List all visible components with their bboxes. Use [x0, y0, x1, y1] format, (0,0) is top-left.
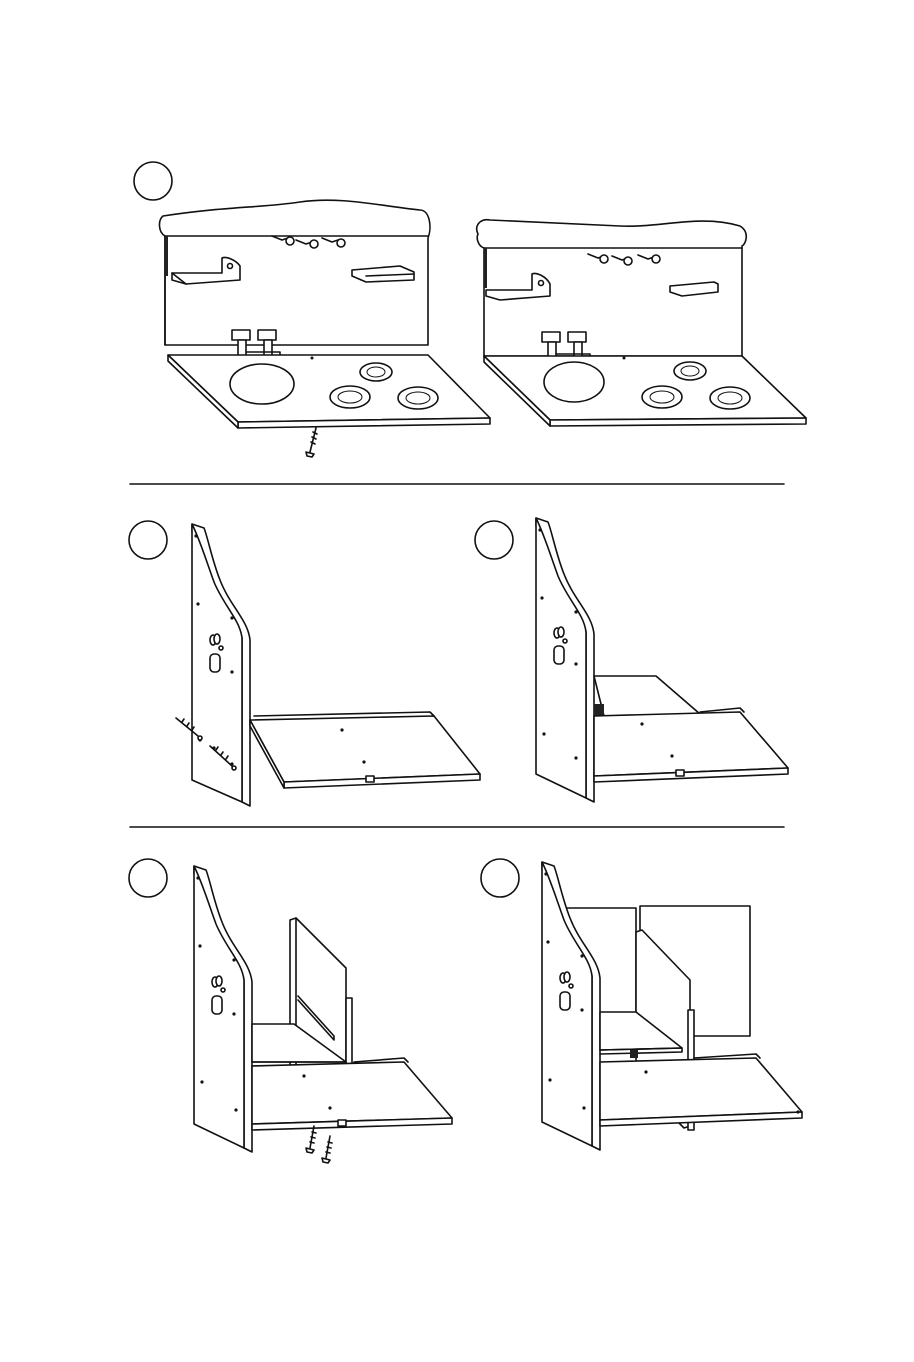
- step-2-left-illustration: [129, 521, 480, 806]
- step-3-right-illustration: [481, 859, 802, 1150]
- side-panel: [192, 524, 250, 806]
- step-number-circle: [475, 521, 513, 559]
- handle-slot: [554, 646, 564, 664]
- screws-pair: [306, 1126, 332, 1163]
- step-number-circle: [129, 521, 167, 559]
- burner-1: [360, 363, 392, 381]
- base-board: [600, 1054, 802, 1126]
- base-board: [250, 712, 480, 788]
- burner-3: [398, 387, 438, 409]
- sink-hole: [544, 362, 604, 402]
- step-number-circle: [134, 162, 172, 200]
- counter-top: [168, 355, 490, 428]
- burner-1: [674, 362, 706, 380]
- counter-top: [484, 356, 806, 426]
- side-panel: [542, 862, 600, 1150]
- step-3-left-illustration: [129, 859, 452, 1163]
- sink-hole: [230, 364, 294, 404]
- step-1-right-illustration: [477, 220, 806, 426]
- burner-2: [330, 386, 370, 408]
- step-1-left-illustration: [134, 162, 490, 457]
- base-board: [252, 1058, 452, 1130]
- handle-slot: [560, 992, 570, 1010]
- side-panel: [194, 866, 252, 1152]
- burner-3: [710, 387, 750, 409]
- burner-2: [642, 386, 682, 408]
- handle-slot: [212, 996, 222, 1014]
- handle-slot: [210, 654, 220, 672]
- screw: [306, 428, 317, 457]
- step-2-right-illustration: [475, 518, 788, 802]
- step-number-circle: [129, 859, 167, 897]
- base-board: [594, 708, 788, 782]
- step-number-circle: [481, 859, 519, 897]
- side-panel: [536, 518, 594, 802]
